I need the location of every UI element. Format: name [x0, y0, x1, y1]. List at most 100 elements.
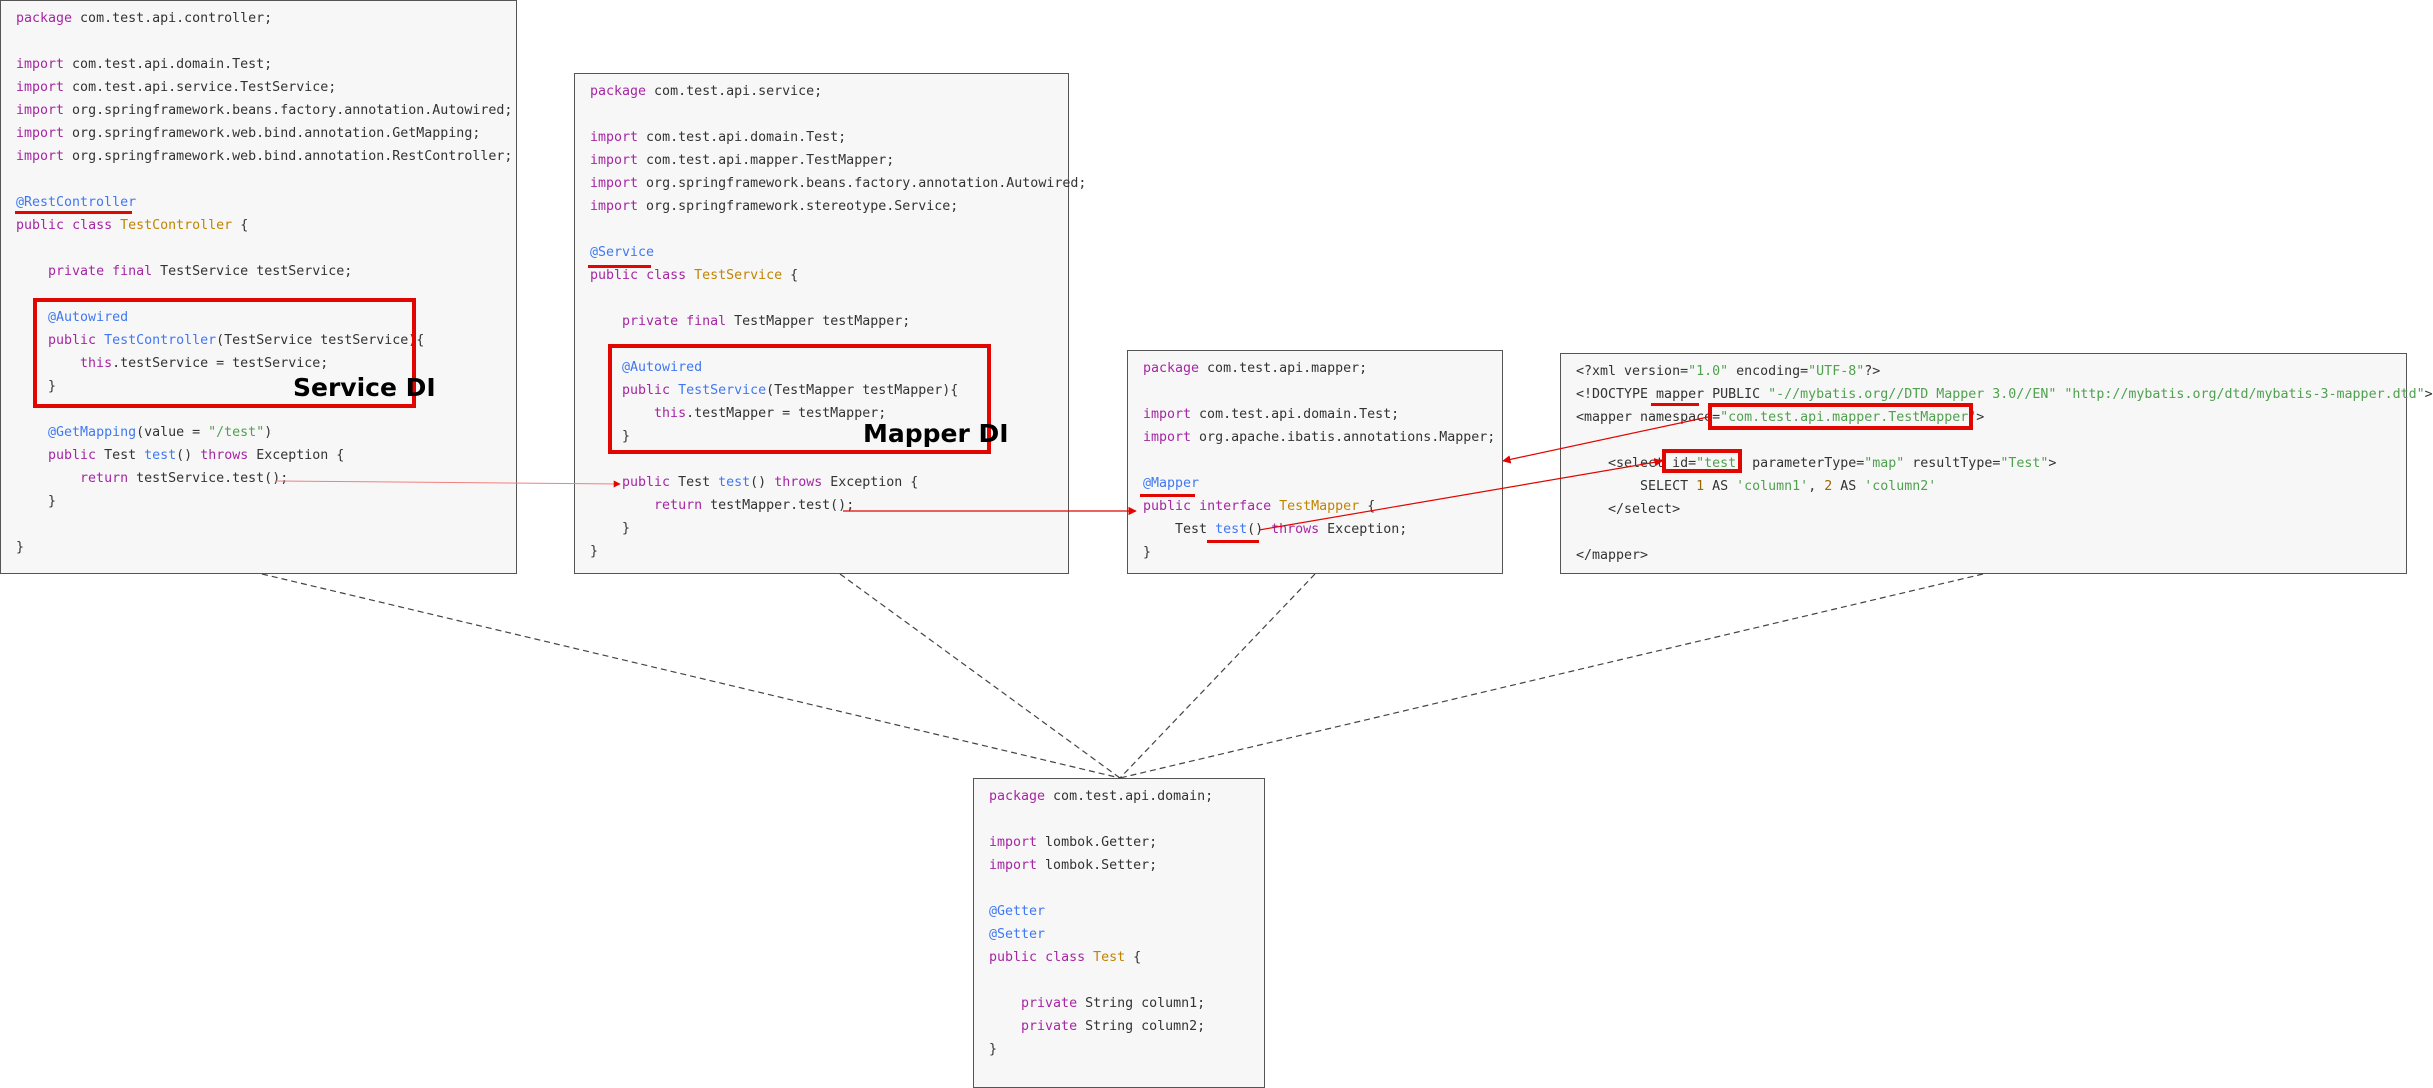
- code-token: class: [646, 268, 687, 283]
- service-code: package com.test.api.service; import com…: [590, 80, 1086, 563]
- code-token: private: [622, 314, 679, 329]
- code-token: import: [989, 835, 1038, 850]
- code-token: import: [590, 176, 639, 191]
- code-token: String column2;: [1077, 1019, 1206, 1034]
- code-line: }: [16, 375, 501, 398]
- code-line: package com.test.api.service;: [590, 80, 1053, 103]
- code-token: class: [1045, 950, 1086, 965]
- code-token: <?xml version=: [1576, 364, 1689, 379]
- code-token: final: [112, 264, 153, 279]
- code-token: (TestMapper testMapper){: [766, 383, 959, 398]
- code-token: @Getter: [989, 904, 1046, 919]
- code-token: lombok.Setter;: [1037, 858, 1158, 873]
- code-token: encoding=: [1728, 364, 1809, 379]
- code-line: import com.test.api.domain.Test;: [590, 126, 1053, 149]
- code-token: <!DOCTYPE mapper PUBLIC: [1576, 387, 1769, 402]
- domain-code: package com.test.api.domain; import lomb…: [989, 785, 1249, 1061]
- code-token: }: [16, 379, 57, 394]
- code-line: }: [590, 517, 1053, 540]
- code-token: String column1;: [1077, 996, 1206, 1011]
- code-line: public TestController(TestService testSe…: [16, 329, 501, 352]
- code-line: import com.test.api.domain.Test;: [1143, 403, 1487, 426]
- code-line: import org.apache.ibatis.annotations.Map…: [1143, 426, 1495, 449]
- code-line: import org.springframework.web.bind.anno…: [16, 122, 501, 145]
- code-token: {: [1125, 950, 1142, 965]
- code-token: import: [16, 57, 65, 72]
- dashed-connector-xml-domain: [1119, 573, 1984, 779]
- code-token: private: [1021, 996, 1078, 1011]
- code-line: @Mapper: [1143, 472, 1487, 495]
- code-line: this.testService = testService;: [16, 352, 501, 375]
- code-token: 'column1': [1736, 479, 1809, 494]
- code-line: package com.test.api.controller;: [16, 7, 501, 30]
- code-line: }: [590, 540, 1053, 563]
- code-token: lombok.Getter;: [1037, 835, 1158, 850]
- code-token: class: [72, 218, 113, 233]
- code-token: "http://mybatis.org/dtd/mybatis-3-mapper…: [2064, 387, 2425, 402]
- mapper-annotation-underline: [1140, 494, 1195, 497]
- code-line: }: [590, 425, 1053, 448]
- code-line: public TestService(TestMapper testMapper…: [590, 379, 1053, 402]
- code-token: com.test.api.domain.Test;: [1191, 407, 1400, 422]
- code-token: com.test.api.service.TestService;: [64, 80, 337, 95]
- code-token: "test": [1696, 456, 1745, 471]
- code-token: import: [590, 199, 639, 214]
- code-line: public class Test {: [989, 946, 1249, 969]
- code-token: TestController: [120, 218, 233, 233]
- code-token: TestService: [678, 383, 767, 398]
- code-token: import: [1143, 430, 1192, 445]
- code-token: (): [176, 448, 201, 463]
- code-token: }: [590, 544, 599, 559]
- service-annotation-underline: [588, 265, 651, 268]
- code-token: public: [989, 950, 1038, 965]
- code-token: }: [590, 429, 631, 444]
- code-token: private: [1021, 1019, 1078, 1034]
- code-line: private final TestService testService;: [16, 260, 501, 283]
- code-line: Test test() throws Exception;: [1143, 518, 1487, 541]
- code-token: }: [1143, 545, 1152, 560]
- code-line: public interface TestMapper {: [1143, 495, 1487, 518]
- code-token: 'column2': [1864, 479, 1937, 494]
- code-token: public: [590, 268, 639, 283]
- code-line: }: [1143, 541, 1487, 564]
- code-token: Exception;: [1319, 522, 1408, 537]
- code-token: SELECT: [1576, 479, 1697, 494]
- code-token: Exception {: [248, 448, 345, 463]
- code-line: @Autowired: [16, 306, 501, 329]
- code-line: }: [16, 490, 501, 513]
- code-token: org.springframework.beans.factory.annota…: [64, 103, 513, 118]
- code-token: @Service: [590, 245, 655, 260]
- code-token: "1.0": [1688, 364, 1729, 379]
- code-token: org.springframework.stereotype.Service;: [638, 199, 959, 214]
- code-token: this: [654, 406, 687, 421]
- code-line: }: [989, 1038, 1249, 1061]
- dashed-connector-service-domain: [839, 573, 1121, 779]
- code-line: <select id="test" parameterType="map" re…: [1576, 452, 2391, 475]
- code-token: throws: [200, 448, 249, 463]
- code-line: import org.springframework.web.bind.anno…: [16, 145, 512, 168]
- code-line: @GetMapping(value = "/test"): [16, 421, 501, 444]
- code-token: Test: [96, 448, 145, 463]
- code-line: @RestController: [16, 191, 501, 214]
- code-token: Test: [1143, 522, 1216, 537]
- code-token: public: [1143, 499, 1192, 514]
- code-line: public class TestService {: [590, 264, 1053, 287]
- mapper-test-method-underline: [1207, 540, 1259, 543]
- xml-select-id-highlight: [1662, 449, 1742, 473]
- code-token: @Mapper: [1143, 476, 1200, 491]
- code-line: import com.test.api.domain.Test;: [16, 53, 501, 76]
- code-line: SELECT 1 AS 'column1', 2 AS 'column2': [1576, 475, 2391, 498]
- code-line: </mapper>: [1576, 544, 2391, 567]
- code-token: .testService = testService;: [112, 356, 329, 371]
- code-token: AS: [1704, 479, 1737, 494]
- code-token: ?>: [1864, 364, 1881, 379]
- code-token: TestController: [104, 333, 217, 348]
- code-token: import: [590, 130, 639, 145]
- code-line: public Test test() throws Exception {: [590, 471, 1053, 494]
- code-token: final: [686, 314, 727, 329]
- code-token: </mapper>: [1576, 548, 1649, 563]
- code-token: public: [16, 218, 65, 233]
- code-token: test: [144, 448, 177, 463]
- code-token: com.test.api.domain.Test;: [638, 130, 847, 145]
